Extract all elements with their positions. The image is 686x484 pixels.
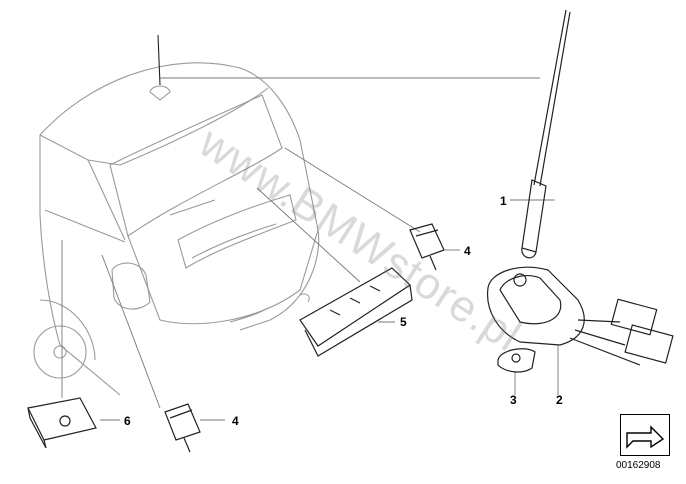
seal-gasket [497, 348, 536, 373]
antenna-base [486, 266, 674, 366]
callout-2: 2 [556, 393, 563, 407]
callout-5: 5 [400, 315, 407, 329]
leader-lines [61, 77, 559, 421]
callout-3: 3 [510, 393, 517, 407]
antenna-module [299, 267, 413, 357]
antenna-rod [521, 9, 571, 259]
callout-1: 1 [500, 194, 507, 208]
arrow-symbol-icon [620, 414, 670, 456]
antenna-amplifier-top [409, 223, 445, 271]
antenna-amplifier-bottom [164, 403, 201, 453]
callout-4-top: 4 [464, 244, 471, 258]
antenna-control-unit [27, 397, 97, 449]
diagram-code: 00162908 [616, 460, 661, 471]
car-rear-outline [33, 34, 320, 396]
callout-4-bottom: 4 [232, 414, 239, 428]
callout-6: 6 [124, 414, 131, 428]
